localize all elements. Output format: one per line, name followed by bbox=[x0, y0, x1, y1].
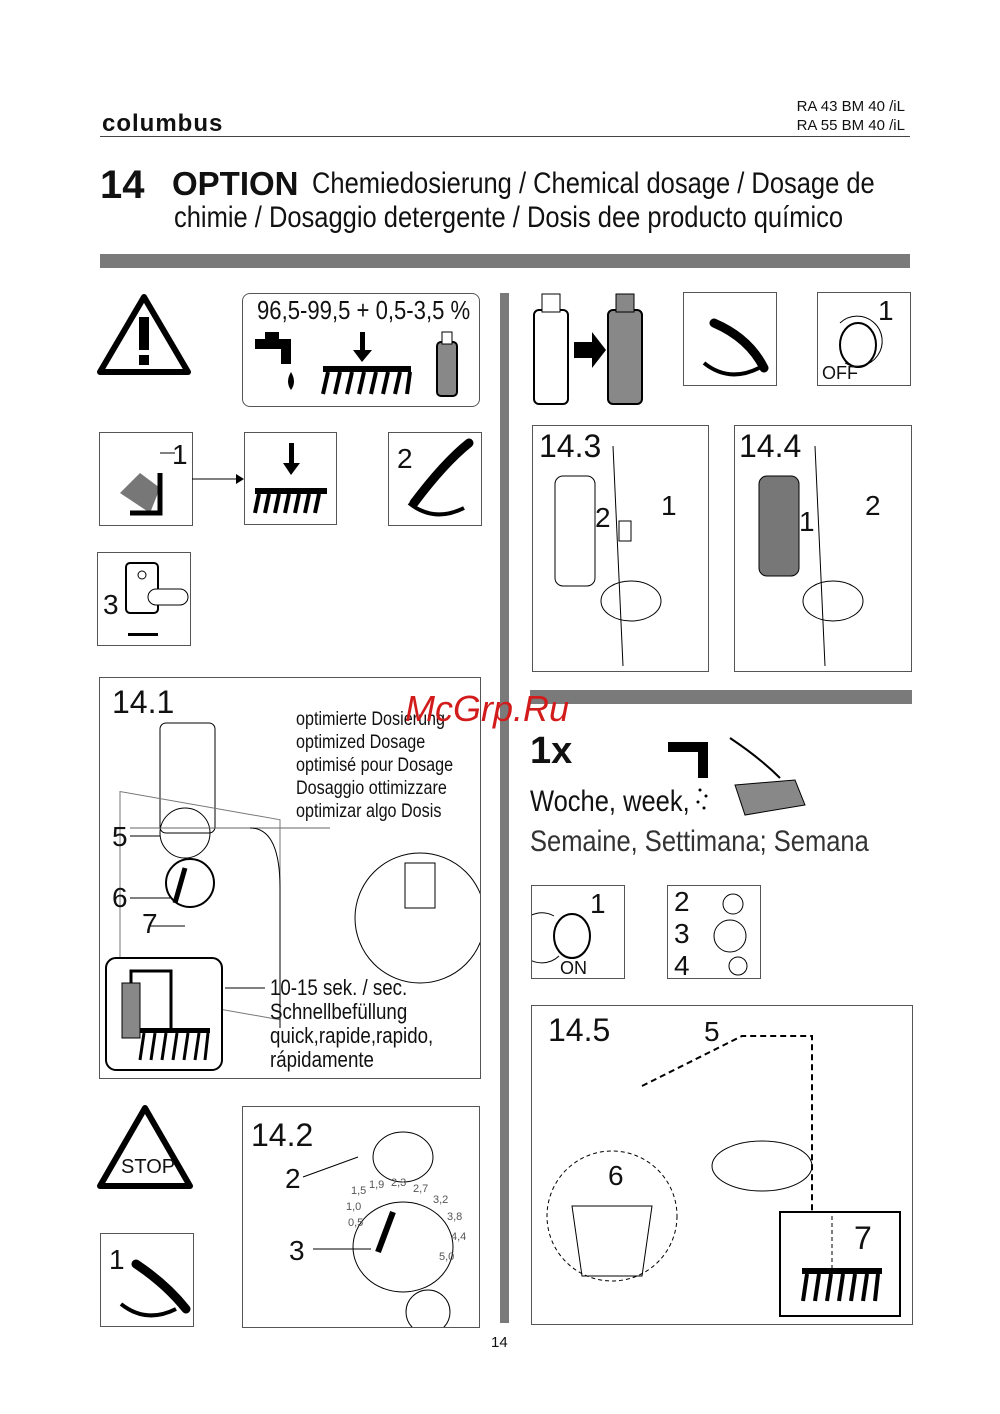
section-option: OPTION bbox=[172, 165, 299, 202]
optimized-dosage-5: optimizar algo Dosis bbox=[296, 801, 442, 822]
figure-brush-down bbox=[244, 432, 337, 525]
off-label: OFF bbox=[822, 363, 858, 383]
right-section-bar bbox=[530, 690, 912, 704]
figure-14-1: 14.1 5 6 7 optimierte Dosierung optimize… bbox=[99, 677, 481, 1079]
quick-fill-3: quick,rapide,rapido, bbox=[270, 1023, 434, 1048]
callout-5: 5 bbox=[704, 1016, 720, 1047]
callout-1: 1 bbox=[661, 490, 677, 521]
mix-ratio-panel: 96,5-99,5 + 0,5-3,5 % bbox=[242, 293, 480, 407]
step-label: 14.2 bbox=[251, 1117, 314, 1153]
dial-value: 3,8 bbox=[447, 1211, 463, 1223]
quick-fill-4: rápidamente bbox=[270, 1047, 374, 1072]
dial-value: 4,4 bbox=[451, 1231, 467, 1243]
callout-7: 7 bbox=[142, 908, 158, 939]
title-line-2: chimie / Dosaggio detergente / Dosis dee… bbox=[174, 201, 844, 234]
callout-2: 2 bbox=[285, 1163, 301, 1194]
arrow-right-icon bbox=[192, 474, 244, 484]
callout-3: 3 bbox=[103, 589, 119, 620]
callout-1: 1 bbox=[799, 506, 815, 537]
step-label: 14.1 bbox=[112, 684, 175, 720]
page-number: 14 bbox=[491, 1334, 508, 1351]
optimized-dosage-3: optimisé pour Dosage bbox=[296, 755, 454, 776]
figure-valve-close: 2 bbox=[388, 432, 482, 526]
callout-1: 1 bbox=[878, 295, 894, 326]
callout-3: 3 bbox=[674, 918, 690, 949]
model-2: RA 55 BM 40 /iL bbox=[796, 117, 905, 134]
quick-fill-1: 10-15 sek. / sec. bbox=[270, 975, 408, 1000]
callout-1: 1 bbox=[172, 439, 188, 470]
figure-switch-off: 1 OFF bbox=[817, 292, 911, 386]
figure-drain-valve: 1 bbox=[99, 432, 193, 526]
model-1: RA 43 BM 40 /iL bbox=[796, 98, 905, 115]
dial-value: 0,5 bbox=[348, 1217, 364, 1229]
step-label: 14.3 bbox=[539, 428, 602, 464]
stop-icon bbox=[97, 1105, 193, 1189]
quick-fill-2: Schnellbefüllung bbox=[270, 999, 408, 1024]
optimized-dosage-2: optimized Dosage bbox=[296, 732, 426, 753]
stop-label: STOP bbox=[121, 1156, 176, 1178]
dial-value: 2,7 bbox=[413, 1183, 429, 1195]
figure-switch-on: 1 ON bbox=[531, 885, 625, 979]
optimized-dosage-4: Dosaggio ottimizzare bbox=[296, 778, 447, 799]
bottle-replace-icon bbox=[533, 293, 643, 405]
figure-14-4: 14.4 1 2 bbox=[734, 425, 912, 672]
figure-dial-settings: 2 3 4 bbox=[667, 885, 761, 981]
rinse-and-wipe-icon bbox=[668, 737, 806, 816]
callout-3: 3 bbox=[289, 1235, 305, 1266]
section-bar bbox=[100, 254, 910, 268]
figure-switch: 3 bbox=[97, 552, 191, 646]
dial-value: 2,3 bbox=[391, 1177, 407, 1189]
figure-14-3: 14.3 2 1 bbox=[532, 425, 709, 672]
dial-value: 1,0 bbox=[346, 1201, 362, 1213]
brand-logo: columbus bbox=[102, 110, 224, 137]
weekly-count: 1x bbox=[530, 730, 573, 772]
figure-valve-open: 1 bbox=[100, 1233, 194, 1327]
water-tap-icon bbox=[255, 331, 458, 397]
dial-scale: 0,5 1,0 1,5 1,9 2,3 2,7 3,2 3,8 4,4 5,0 bbox=[343, 1177, 473, 1289]
figure-14-5: 14.5 5 6 7 bbox=[531, 1005, 913, 1325]
figure-14-2: 14.2 2 3 0,5 1,0 1,5 1,9 2,3 2,7 3,2 3,8… bbox=[242, 1106, 480, 1328]
column-divider bbox=[500, 293, 509, 1323]
watermark: McGrp.Ru bbox=[405, 688, 570, 729]
header-rule bbox=[100, 136, 910, 137]
warning-icon bbox=[97, 294, 191, 375]
callout-2: 2 bbox=[397, 443, 413, 474]
step-label: 14.4 bbox=[739, 428, 802, 464]
step-label: 14.5 bbox=[548, 1012, 611, 1048]
figure-valve-turn bbox=[683, 292, 777, 386]
callout-2: 2 bbox=[595, 502, 611, 533]
callout-1: 1 bbox=[590, 888, 606, 919]
callout-2: 2 bbox=[674, 886, 690, 917]
callout-7: 7 bbox=[854, 1220, 872, 1256]
title-line-1: Chemiedosierung / Chemical dosage / Dosa… bbox=[312, 167, 875, 200]
mix-ratio: 96,5-99,5 + 0,5-3,5 % bbox=[257, 295, 471, 325]
callout-1: 1 bbox=[109, 1244, 125, 1275]
dial-value: 1,9 bbox=[369, 1179, 385, 1191]
weekly-line-2: Semaine, Settimana; Semana bbox=[530, 825, 869, 858]
callout-6: 6 bbox=[608, 1160, 624, 1191]
optimized-dosage-1: optimierte Dosierung bbox=[296, 709, 446, 730]
callout-2: 2 bbox=[865, 490, 881, 521]
callout-5: 5 bbox=[112, 821, 128, 852]
dial-value: 5,0 bbox=[439, 1251, 455, 1263]
section-number: 14 bbox=[100, 163, 145, 207]
dial-value: 1,5 bbox=[351, 1185, 367, 1197]
dial-value: 3,2 bbox=[433, 1194, 449, 1206]
weekly-line-1: Woche, week, bbox=[530, 785, 690, 818]
callout-4: 4 bbox=[674, 950, 690, 981]
callout-6: 6 bbox=[112, 882, 128, 913]
on-label: ON bbox=[560, 958, 587, 978]
